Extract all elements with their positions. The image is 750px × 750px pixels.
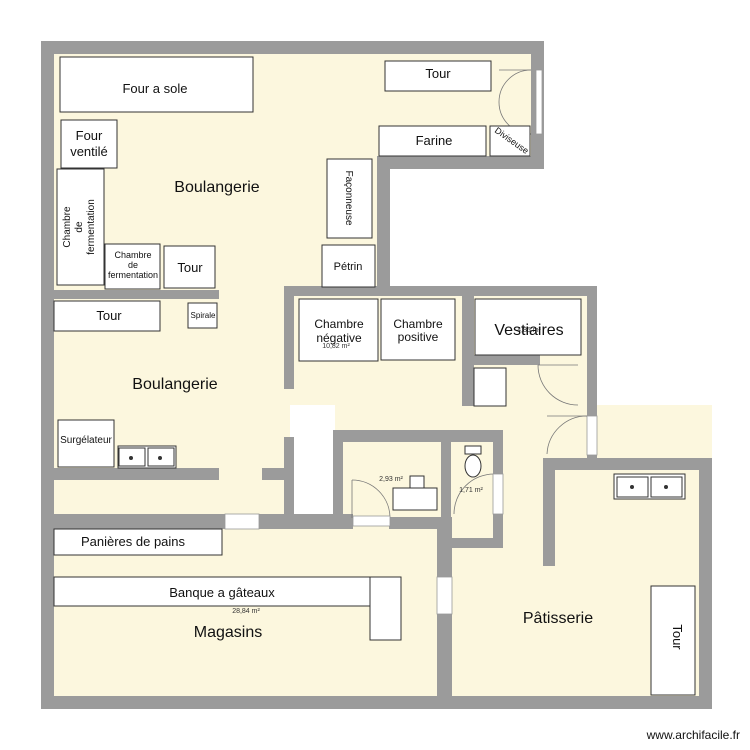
cf-small-label-2: de <box>128 260 138 270</box>
toilet-tank <box>464 445 482 455</box>
toilet-bowl <box>464 454 482 478</box>
vestiaires-block <box>474 298 582 356</box>
four-ventile <box>60 119 118 169</box>
surgelateur-label: Surgélateur <box>60 435 112 446</box>
openings <box>224 69 598 615</box>
tour-top <box>384 60 492 92</box>
watermark: www.archifacile.fr <box>646 728 740 742</box>
chair <box>409 475 425 489</box>
chambre-positive-label-1: Chambre <box>393 317 443 331</box>
surgelateur <box>57 419 115 468</box>
tour-mid-label: Tour <box>177 260 203 275</box>
spirale-label: Spirale <box>191 311 216 320</box>
spirale <box>187 302 218 329</box>
sink-p-drain-1 <box>630 485 634 489</box>
patisserie-label: Pâtisserie <box>523 610 593 627</box>
chambre-negative-label-2: négative <box>316 331 362 345</box>
chambre-fermentation <box>56 168 105 286</box>
tour-patisserie-label: Tour <box>670 624 685 650</box>
four-a-sole-label: Four a sole <box>122 81 187 96</box>
sink-p-drain-2 <box>664 485 668 489</box>
four-ventile-label-1: Four <box>76 128 103 143</box>
vestiaires-area: 4,85 m² <box>517 327 541 334</box>
desk <box>392 487 438 511</box>
chambre-ferm-label-2: de <box>74 221 85 233</box>
chambre-positive-label-2: positive <box>398 330 439 344</box>
sink-drain-1 <box>129 456 133 460</box>
tour-patisserie <box>650 585 696 696</box>
magasins-area: 28,84 m² <box>232 608 260 615</box>
panieres <box>53 528 223 556</box>
tour-top-label: Tour <box>425 66 451 81</box>
vestiaire-cabinet <box>473 367 507 407</box>
wc-area: 1,71 m² <box>459 487 483 494</box>
banque-return <box>369 576 402 641</box>
tour-mid <box>163 245 216 289</box>
banque-label: Banque a gâteaux <box>169 585 275 600</box>
chambre-ferm-label-3: fermentation <box>86 199 97 255</box>
chambre-positive <box>380 298 456 361</box>
boulangerie-top-label: Boulangerie <box>174 179 260 196</box>
tour-left-label: Tour <box>96 308 122 323</box>
chambres-area: 10,82 m² <box>322 343 350 350</box>
four-a-sole <box>59 56 254 113</box>
furniture <box>53 56 696 696</box>
magasins-label: Magasins <box>194 624 262 641</box>
farine-label: Farine <box>416 133 453 148</box>
sink-drain-2 <box>158 456 162 460</box>
chambre-negative <box>298 298 379 362</box>
faconneuse-label: Façonneuse <box>343 170 354 225</box>
cf-small-label-1: Chambre <box>114 250 151 260</box>
walls <box>41 41 712 709</box>
diviseuse <box>489 125 531 157</box>
petrin <box>321 244 376 288</box>
chambre-ferm-label-1: Chambre <box>62 206 73 248</box>
banque <box>53 576 402 607</box>
farine <box>378 125 487 157</box>
tour-left <box>53 300 161 332</box>
chambre-fermentation-small <box>104 243 161 290</box>
faconneuse <box>326 158 373 239</box>
panieres-label: Panières de pains <box>81 534 186 549</box>
vestiaires-label: Vestiaires <box>494 322 563 339</box>
petrin-label: Pétrin <box>334 261 363 273</box>
boulangerie-bottom-label: Boulangerie <box>132 376 218 393</box>
small-room-area: 2,93 m² <box>379 476 403 483</box>
cf-small-label-3: fermentation <box>108 270 158 280</box>
chambre-negative-label-1: Chambre <box>314 317 364 331</box>
four-ventile-label-2: ventilé <box>70 144 108 159</box>
